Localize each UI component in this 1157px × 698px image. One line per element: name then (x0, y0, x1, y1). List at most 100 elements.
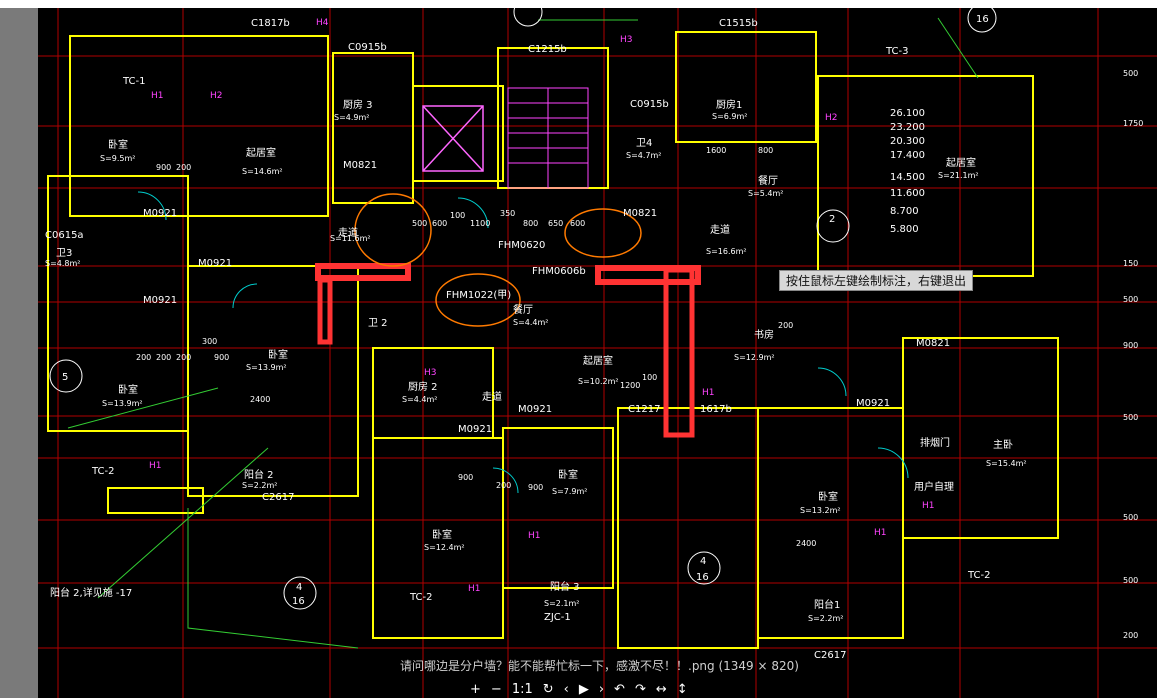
label-c2617-b: C2617 (814, 650, 846, 661)
label-bedroom-4: 卧室 (818, 490, 838, 503)
tag-h3-b: H3 (424, 368, 437, 378)
label-tc2-b: TC-2 (409, 592, 432, 603)
svg-text:900: 900 (528, 483, 543, 492)
svg-text:900: 900 (458, 473, 473, 482)
svg-text:600: 600 (570, 219, 585, 228)
label-kitchen2-area: S=4.4m² (402, 395, 438, 404)
label-wei4: 卫4 (636, 138, 652, 149)
label-corridor-1: 走道 (338, 226, 358, 239)
label-bedroom-6: 卧室 (558, 468, 578, 481)
tag-h2-a: H2 (210, 91, 223, 101)
label-m0821-b: M0821 (623, 208, 657, 219)
label-master: 主卧 (993, 438, 1013, 451)
svg-text:500: 500 (1123, 576, 1138, 585)
label-m0921-d: M0921 (518, 404, 552, 415)
label-living-area-102: S=10.2m² (578, 377, 619, 386)
tag-h1-d: H1 (528, 531, 541, 541)
label-corridor-2: 走道 (710, 223, 730, 236)
label-fhm1022c: FHM1022(甲) (446, 290, 511, 301)
tag-h3: H3 (620, 35, 633, 45)
label-kitchen1-area: S=6.9m² (712, 112, 748, 121)
label-corridor-area-116: S=11.6m² (330, 234, 371, 243)
svg-text:11.600: 11.600 (890, 188, 925, 199)
label-c1215b: C1215b (528, 44, 567, 55)
drawing-hint-tooltip: 按住鼠标左键绘制标注，右键退出 (779, 270, 974, 291)
label-wei2: 卫 2 (368, 318, 388, 329)
svg-text:600: 600 (432, 219, 447, 228)
label-living-area-146: S=14.6m² (242, 167, 283, 176)
label-master-area: S=15.4m² (986, 459, 1027, 468)
label-dining-2: 餐厅 (513, 303, 533, 316)
label-living-area-211: S=21.1m² (938, 171, 979, 180)
user-annotations (315, 193, 701, 438)
zoom-out-button[interactable]: − (490, 682, 502, 697)
tag-h1-c: H1 (468, 584, 481, 594)
tag-h4: H4 (316, 18, 329, 28)
svg-text:1100: 1100 (470, 219, 490, 228)
label-bedroom-area-124: S=12.4m² (424, 543, 465, 552)
svg-text:1200: 1200 (620, 381, 640, 390)
svg-text:900: 900 (214, 353, 229, 362)
cad-canvas[interactable]: C1817b H4 C0915b C1215b C1515b H3 TC-3 T… (38, 8, 1157, 698)
svg-text:900: 900 (1123, 341, 1138, 350)
tag-h1-a: H1 (151, 91, 164, 101)
label-tc3: TC-3 (885, 46, 908, 57)
label-balcony2-area: S=2.2m² (242, 481, 278, 490)
label-dining-area-54: S=5.4m² (748, 189, 784, 198)
label-c0615a: C0615a (45, 230, 84, 241)
rotate-icon[interactable]: ↻ (542, 682, 554, 697)
label-kitchen3: 厨房 3 (343, 98, 373, 111)
label-corridor-3: 走道 (482, 390, 502, 403)
label-bedroom-5: 卧室 (432, 528, 452, 541)
label-m0921-c: M0921 (143, 295, 177, 306)
label-kitchen2: 厨房 2 (408, 380, 438, 393)
tag-h1-f: H1 (874, 528, 887, 538)
svg-text:2400: 2400 (796, 539, 816, 548)
marker-16-c: 16 (976, 14, 989, 25)
svg-text:650: 650 (548, 219, 563, 228)
svg-text:200: 200 (136, 353, 151, 362)
next-button[interactable]: › (598, 682, 605, 697)
label-m0921-e: M0921 (458, 424, 492, 435)
svg-text:2400: 2400 (250, 395, 270, 404)
svg-text:200: 200 (176, 353, 191, 362)
undo-icon[interactable]: ↶ (614, 682, 625, 697)
label-dining-1: 餐厅 (758, 174, 778, 187)
axis-markers (49, 8, 997, 610)
label-balcony1-area: S=2.2m² (808, 614, 844, 623)
label-bedroom-area-132: S=13.2m² (800, 506, 841, 515)
label-bedroom-1: 卧室 (108, 138, 128, 151)
image-caption: 请问哪边是分户墙？能不能帮忙标一下，感激不尽！！.png (1349 × 820… (400, 659, 799, 673)
label-c1515b: C1515b (719, 18, 758, 29)
floor-plan-drawing[interactable]: C1817b H4 C0915b C1215b C1515b H3 TC-3 T… (38, 8, 1157, 698)
actual-size-button[interactable]: 1:1 (511, 682, 533, 697)
label-study: 书房 (754, 328, 774, 341)
svg-text:500: 500 (1123, 513, 1138, 522)
svg-text:1750: 1750 (1123, 119, 1143, 128)
svg-text:500: 500 (1123, 69, 1138, 78)
redo-icon[interactable]: ↷ (634, 682, 646, 697)
svg-text:26.100: 26.100 (890, 108, 925, 119)
zoom-in-button[interactable]: + (470, 682, 481, 697)
svg-text:350: 350 (500, 209, 515, 218)
marker-4-b: 4 (700, 556, 706, 567)
flip-vertical-icon[interactable]: ↕ (676, 682, 688, 697)
label-kitchen3-area: S=4.9m² (334, 113, 370, 122)
label-wei3-area: S=4.8m² (45, 259, 81, 268)
walls (47, 31, 1059, 649)
flip-horizontal-icon[interactable]: ↔ (655, 682, 667, 697)
label-bedroom-area-139-a: S=13.9m² (102, 399, 143, 408)
play-button[interactable]: ▶ (578, 682, 589, 697)
marker-16-a: 16 (292, 596, 305, 607)
label-c0915b-2: C0915b (630, 99, 669, 110)
dimension-labels: 500 600 100 1100 350 800 650 600 900 200… (136, 69, 1143, 640)
label-balcony2-note: 阳台 2,详见施 -17 (50, 586, 132, 599)
svg-text:23.200: 23.200 (890, 122, 925, 133)
label-bedroom-2: 卧室 (118, 383, 138, 396)
svg-text:14.500: 14.500 (890, 172, 925, 183)
label-study-area: S=12.9m² (734, 353, 775, 362)
previous-button[interactable]: ‹ (563, 682, 569, 697)
svg-text:200: 200 (176, 163, 191, 172)
label-corridor-area-166: S=16.6m² (706, 247, 747, 256)
svg-text:17.400: 17.400 (890, 150, 925, 161)
